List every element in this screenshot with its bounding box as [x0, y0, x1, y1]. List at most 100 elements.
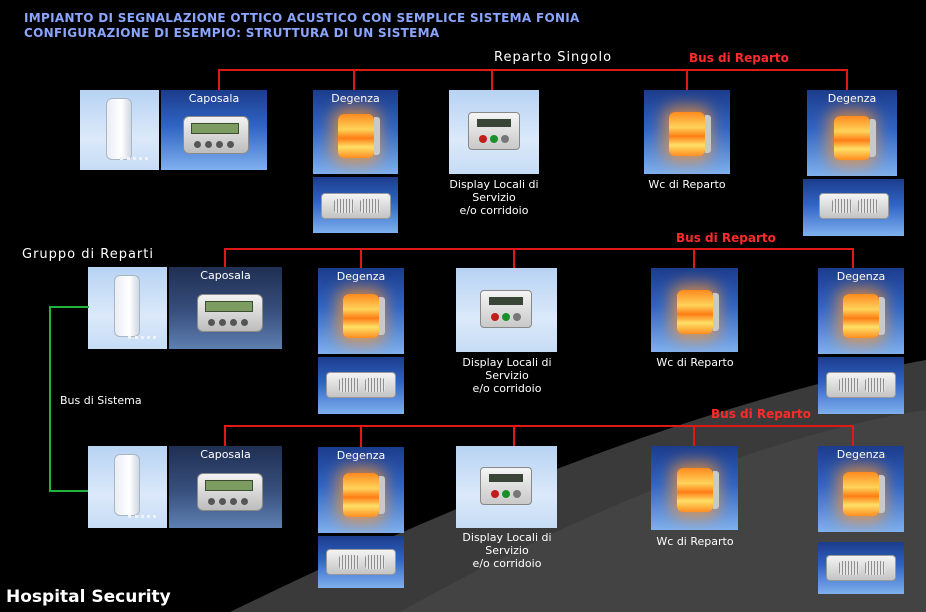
ward-bus-drop [693, 248, 695, 270]
bus-di-reparto-label-3: Bus di Reparto [711, 407, 811, 421]
speaker-panel [318, 357, 404, 414]
display-caption-line1: Display Locali di Servizio [462, 356, 552, 382]
service-display-icon [480, 290, 532, 328]
ward-bus-drop [224, 248, 226, 270]
display-caption-line1: Display Locali di Servizio [449, 178, 539, 204]
degenza-panel: Degenza [818, 446, 904, 532]
degenza-panel: Degenza [313, 90, 398, 174]
reparto-singolo-label: Reparto Singolo [494, 50, 613, 65]
wc-panel [644, 90, 730, 174]
display-panel [456, 446, 557, 528]
degenza-panel: Degenza [807, 90, 897, 176]
phone-handset-icon [106, 98, 132, 160]
degenza-label: Degenza [836, 448, 886, 461]
system-bus-link [49, 490, 89, 492]
degenza-panel: Degenza [318, 268, 404, 354]
display-caption: Display Locali di Servizio e/o corridoio [448, 356, 566, 395]
speaker-panel [818, 357, 904, 414]
caposala-label: Caposala [200, 448, 251, 461]
ward-bus-drop [353, 69, 355, 91]
caposala-panel: Caposala [169, 267, 282, 349]
phone-cord [128, 331, 156, 339]
ward-bus-1 [218, 69, 848, 71]
display-panel [456, 268, 557, 352]
caposala-panel: Caposala [161, 90, 267, 170]
room-speaker-icon [326, 549, 396, 575]
ward-bus-drop [686, 69, 688, 91]
display-caption-line1: Display Locali di Servizio [462, 531, 552, 557]
ward-bus-drop [491, 69, 493, 91]
phone-panel [88, 267, 167, 349]
phone-cord [120, 152, 148, 160]
corridor-lamp-icon [843, 294, 885, 338]
caposala-console-icon [197, 294, 263, 332]
service-display-icon [480, 467, 532, 505]
phone-cord [128, 510, 156, 518]
caposala-console-icon [183, 116, 249, 154]
ward-bus-drop [218, 69, 220, 91]
display-caption: Display Locali di Servizio e/o corridoio [448, 531, 566, 570]
wc-panel [651, 268, 738, 352]
display-panel [449, 90, 539, 174]
caposala-label: Caposala [200, 269, 251, 282]
wc-caption: Wc di Reparto [648, 178, 726, 191]
corridor-lamp-icon [843, 472, 885, 516]
ward-bus-drop [852, 425, 854, 447]
display-caption-line2: e/o corridoio [472, 382, 542, 395]
footer-brand: Hospital Security [6, 587, 171, 607]
speaker-panel [318, 536, 404, 588]
speaker-panel [313, 177, 398, 233]
service-display-icon [468, 112, 520, 150]
ward-bus-drop [846, 69, 848, 91]
room-speaker-icon [826, 555, 896, 581]
ward-bus-drop [360, 248, 362, 270]
bus-di-reparto-label-2: Bus di Reparto [676, 231, 776, 245]
room-speaker-icon [818, 193, 889, 219]
degenza-label: Degenza [336, 270, 386, 283]
degenza-panel: Degenza [818, 268, 904, 354]
title-line-1: IMPIANTO DI SEGNALAZIONE OTTICO ACUSTICO… [24, 11, 580, 25]
speaker-panel [803, 179, 904, 236]
wc-caption: Wc di Reparto [656, 535, 734, 548]
phone-handset-icon [114, 454, 140, 516]
ward-bus-drop [693, 425, 695, 447]
phone-panel [80, 90, 159, 170]
caposala-panel: Caposala [169, 446, 282, 528]
display-caption-line2: e/o corridoio [459, 204, 529, 217]
room-speaker-icon [826, 372, 896, 398]
room-speaker-icon [326, 372, 396, 398]
gruppo-di-reparti-label: Gruppo di Reparti [22, 247, 154, 262]
display-caption: Display Locali di Servizio e/o corridoio [436, 178, 552, 217]
wc-panel [651, 446, 738, 530]
phone-panel [88, 446, 167, 528]
ward-bus-drop [513, 425, 515, 447]
speaker-panel [818, 542, 904, 594]
corridor-lamp-icon [834, 116, 876, 160]
ward-bus-drop [224, 425, 226, 447]
degenza-label: Degenza [336, 449, 386, 462]
title-line-2: CONFIGURAZIONE DI ESEMPIO: STRUTTURA DI … [24, 26, 440, 40]
ward-bus-3 [224, 425, 854, 427]
corridor-lamp-icon [337, 114, 380, 158]
ward-bus-drop [852, 248, 854, 270]
degenza-label: Degenza [836, 270, 886, 283]
bus-di-reparto-label-1: Bus di Reparto [689, 51, 789, 65]
degenza-label: Degenza [827, 92, 877, 105]
corridor-lamp-icon [676, 468, 719, 512]
degenza-label: Degenza [331, 92, 380, 105]
room-speaker-icon [320, 193, 391, 219]
system-bus-link [49, 306, 89, 308]
corridor-lamp-icon [676, 290, 719, 334]
caposala-console-icon [197, 473, 263, 511]
display-caption-line2: e/o corridoio [472, 557, 542, 570]
ward-bus-drop [360, 425, 362, 447]
corridor-lamp-icon [343, 294, 385, 338]
corridor-lamp-icon [343, 473, 385, 517]
caposala-label: Caposala [188, 92, 240, 105]
wc-caption: Wc di Reparto [656, 356, 734, 369]
degenza-panel: Degenza [318, 447, 404, 533]
ward-bus-2 [224, 248, 854, 250]
system-bus-1 [49, 306, 51, 492]
bus-di-sistema-label: Bus di Sistema [60, 394, 142, 407]
